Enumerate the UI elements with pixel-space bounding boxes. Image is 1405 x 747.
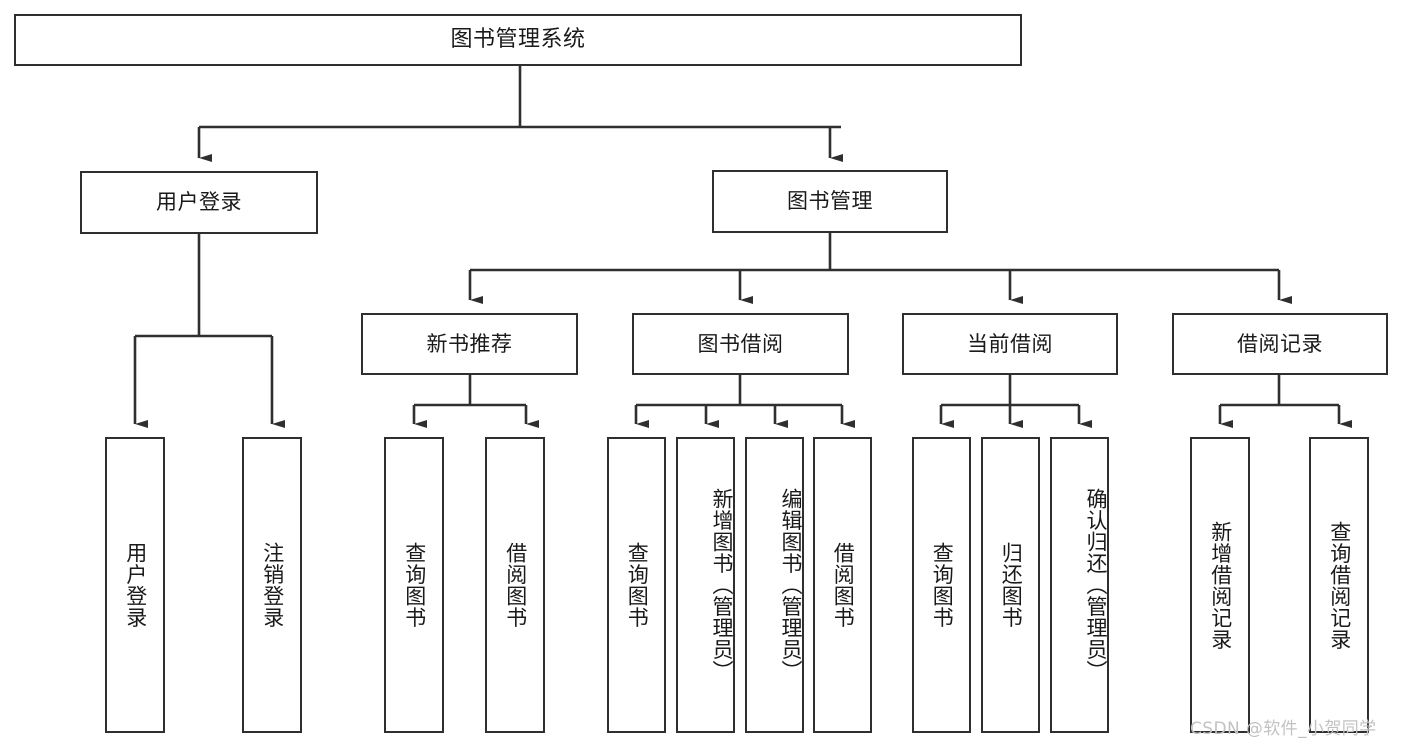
node-leaf-return-book[interactable]: 归还图书 [981,437,1040,733]
node-new-book-recommend[interactable]: 新书推荐 [361,313,578,375]
node-leaf-query-book-2-label: 查询图书 [625,542,650,628]
node-new-book-recommend-label: 新书推荐 [426,331,513,356]
node-leaf-edit-book-label: 编辑图书（管理员） [779,488,803,682]
node-current-borrow[interactable]: 当前借阅 [902,313,1118,375]
node-leaf-confirm-return[interactable]: 确认归还（管理员） [1050,437,1109,733]
node-leaf-user-login-label: 用户登录 [123,542,148,628]
node-leaf-borrow-book-1[interactable]: 借阅图书 [485,437,545,733]
node-leaf-query-record[interactable]: 查询借阅记录 [1309,437,1369,733]
node-leaf-add-record-label: 新增借阅记录 [1208,520,1233,650]
node-borrow-record-label: 借阅记录 [1237,331,1323,356]
node-leaf-query-book-1[interactable]: 查询图书 [384,437,444,733]
node-borrow-record[interactable]: 借阅记录 [1172,313,1388,375]
node-leaf-query-book-2[interactable]: 查询图书 [607,437,666,733]
node-user-login-label: 用户登录 [156,190,242,214]
node-root[interactable]: 图书管理系统 [14,14,1022,66]
node-leaf-user-logout-label: 注销登录 [260,542,285,628]
node-book-manage-label: 图书管理 [787,189,873,213]
node-book-borrow[interactable]: 图书借阅 [632,313,849,375]
node-leaf-edit-book[interactable]: 编辑图书（管理员） [745,437,804,733]
node-current-borrow-label: 当前借阅 [967,331,1053,356]
node-leaf-user-login[interactable]: 用户登录 [105,437,165,733]
node-leaf-query-book-1-label: 查询图书 [402,542,427,628]
node-leaf-confirm-return-label: 确认归还（管理员） [1084,488,1108,682]
node-leaf-user-logout[interactable]: 注销登录 [242,437,302,733]
node-leaf-query-record-label: 查询借阅记录 [1327,520,1352,650]
node-book-manage[interactable]: 图书管理 [712,170,948,233]
node-leaf-return-book-label: 归还图书 [999,542,1024,628]
node-book-borrow-label: 图书借阅 [697,331,784,356]
node-leaf-borrow-book-1-label: 借阅图书 [503,542,528,628]
node-leaf-borrow-book-2-label: 借阅图书 [831,542,856,628]
node-leaf-query-book-3-label: 查询图书 [930,542,955,628]
node-leaf-add-book[interactable]: 新增图书（管理员） [676,437,735,733]
node-leaf-add-record[interactable]: 新增借阅记录 [1190,437,1250,733]
node-leaf-borrow-book-2[interactable]: 借阅图书 [813,437,872,733]
node-leaf-add-book-label: 新增图书（管理员） [710,488,734,682]
watermark: CSDN @软件_小贺同学 [1190,719,1377,739]
node-user-login[interactable]: 用户登录 [80,171,318,234]
node-leaf-query-book-3[interactable]: 查询图书 [912,437,971,733]
node-root-label: 图书管理系统 [450,27,586,52]
